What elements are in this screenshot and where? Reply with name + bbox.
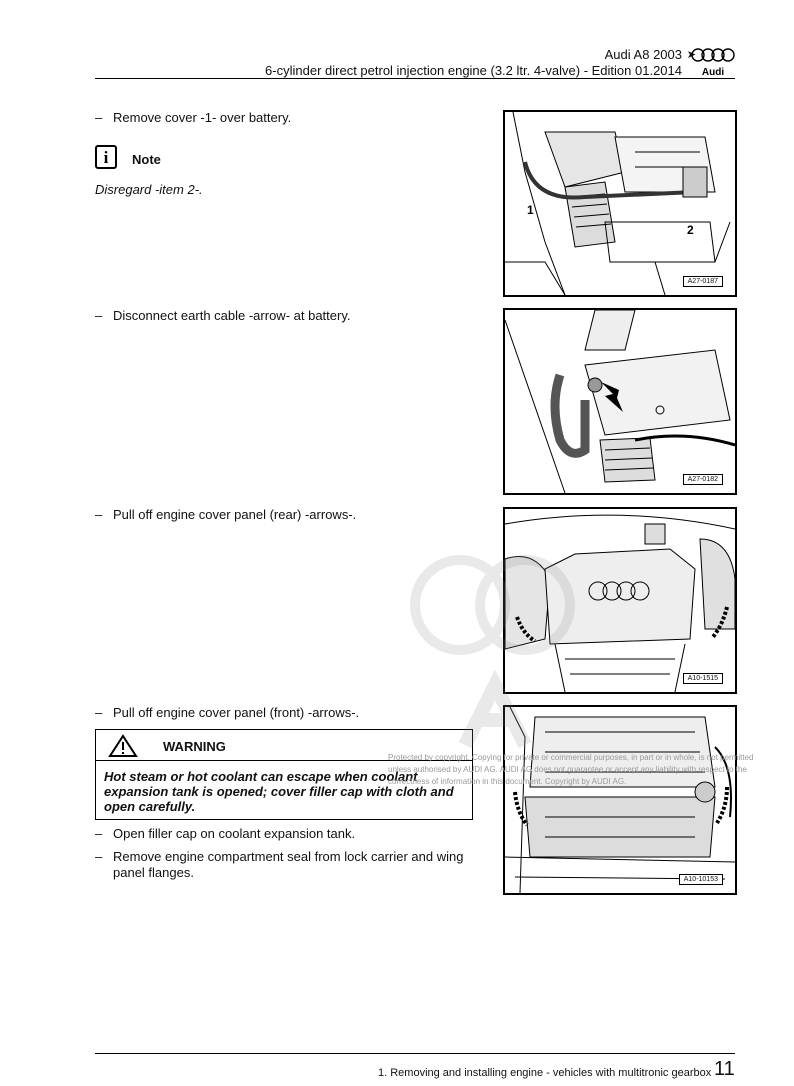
rotation-arrow-left-icon <box>515 616 537 643</box>
step-pull-off-rear-cover: –Pull off engine cover panel (rear) -arr… <box>95 507 356 523</box>
note-icon: i <box>95 145 117 169</box>
callout-1: 1 <box>527 203 534 217</box>
header-subtitle: 6-cylinder direct petrol injection engin… <box>265 63 682 78</box>
note-label: Note <box>132 152 161 167</box>
step-text: Remove cover -1- over battery. <box>113 110 292 125</box>
step-text: Remove engine compartment seal from lock… <box>113 849 464 880</box>
audi-logo: Audi <box>691 48 735 78</box>
watermark-logo <box>410 555 575 749</box>
step-dash: – <box>95 705 103 720</box>
step-text: Pull off engine cover panel (front) -arr… <box>113 705 360 720</box>
earth-cable-illustration <box>505 310 735 493</box>
front-engine-cover-illustration <box>505 707 735 893</box>
figure-code: A27-0182 <box>682 474 723 485</box>
figure-rear-engine-cover: A10-1515 <box>503 507 737 694</box>
note-icon-glyph: i <box>104 148 109 167</box>
figure-code: A10-10153 <box>678 874 723 885</box>
callout-2: 2 <box>687 223 694 237</box>
step-text: Open filler cap on coolant expansion tan… <box>113 826 356 841</box>
warning-label: WARNING <box>163 739 226 754</box>
figure-battery-cover: 1 2 A27-0187 <box>503 110 737 297</box>
note-text: Disregard -item 2-. <box>95 182 203 197</box>
step-pull-off-front-cover: –Pull off engine cover panel (front) -ar… <box>95 705 359 721</box>
warning-header: WARNING <box>96 730 472 761</box>
step-dash: – <box>95 849 103 864</box>
step-dash: – <box>95 507 103 522</box>
warning-box: WARNING Hot steam or hot coolant can esc… <box>95 729 473 820</box>
watermark-copyright: Protected by copyright. Copying for priv… <box>388 753 754 786</box>
header-divider <box>95 78 735 79</box>
figure-code: A10-1515 <box>682 673 723 684</box>
audi-logo-text: Audi <box>702 67 724 78</box>
step-open-filler-cap: –Open filler cap on coolant expansion ta… <box>95 826 355 842</box>
warning-triangle-icon <box>108 734 138 757</box>
header-model-text: Audi A8 2003 <box>604 47 682 62</box>
figure-front-engine-cover: A10-10153 <box>503 705 737 895</box>
battery-cover-illustration: 1 2 <box>505 112 731 295</box>
rear-engine-cover-illustration <box>505 514 735 692</box>
warning-text: Hot steam or hot coolant can escape when… <box>104 769 454 814</box>
step-dash: – <box>95 826 103 841</box>
rotation-arrow-right-icon <box>715 786 729 825</box>
step-dash: – <box>95 308 103 323</box>
page-number: 11 <box>714 1058 735 1080</box>
step-remove-battery-cover: –Remove cover -1- over battery. <box>95 110 291 126</box>
step-text: Disconnect earth cable -arrow- at batter… <box>113 308 351 323</box>
figure-code: A27-0187 <box>682 276 723 287</box>
pointer-arrow-icon <box>601 382 623 412</box>
rotation-arrow-left-icon <box>513 791 529 827</box>
rotation-arrow-right-icon <box>711 606 729 639</box>
step-remove-engine-seal: –Remove engine compartment seal from loc… <box>95 849 483 881</box>
step-disconnect-earth-cable: –Disconnect earth cable -arrow- at batte… <box>95 308 350 324</box>
step-dash: – <box>95 110 103 125</box>
step-text: Pull off engine cover panel (rear) -arro… <box>113 507 357 522</box>
footer-divider <box>95 1053 735 1054</box>
figure-earth-cable: A27-0182 <box>503 308 737 495</box>
header-model: Audi A8 2003 ➤ <box>604 47 696 62</box>
footer-section-title: 1. Removing and installing engine - vehi… <box>378 1067 712 1079</box>
